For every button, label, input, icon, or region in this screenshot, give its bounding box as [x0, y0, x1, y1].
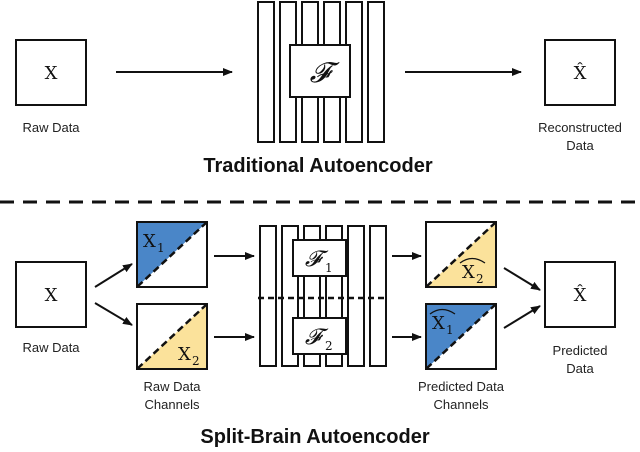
sb-input-box: [15, 261, 87, 328]
sb-pred-2-sub: 2: [476, 272, 484, 286]
sb-input-label: Raw Data: [22, 340, 80, 355]
trad-output-label-2: Data: [566, 138, 594, 153]
sb-pred-label-2: Channels: [434, 397, 489, 412]
sb-pred-1: X 1: [425, 303, 497, 370]
sb-channel-1-diagonal: [136, 221, 208, 288]
trad-input-box: [15, 39, 87, 106]
sb-pred-2-diagonal: [425, 221, 497, 288]
sb-layer-6: [369, 225, 387, 367]
sb-pred-1-diagonal: [425, 303, 497, 370]
sb-pred-1-sub: 1: [446, 323, 454, 337]
sb-channel-1-symbol: X: [143, 231, 156, 252]
trad-output-box: [544, 39, 616, 106]
sb-arrow-split-up: [94, 263, 133, 288]
sb-channel-2: X 2: [136, 303, 208, 370]
sb-encoder-1-box: [292, 239, 347, 277]
trad-layer-1: [257, 1, 275, 143]
sb-output-box: [544, 261, 616, 328]
sb-pred-2: X 2: [425, 221, 497, 288]
sb-output-label-1: Predicted: [553, 343, 608, 358]
sb-output-symbol: X̂: [574, 284, 587, 306]
trad-output-label-1: Reconstructed: [538, 120, 622, 135]
sb-pred-label-1: Predicted Data: [418, 379, 505, 394]
sb-output-label-2: Data: [566, 361, 594, 376]
sb-channel-2-diagonal: [136, 303, 208, 370]
sb-channel-1: X 1: [136, 221, 208, 288]
sb-input-symbol: X: [45, 285, 58, 306]
sb-channel-2-symbol: X: [178, 344, 191, 365]
sb-encoder-1-sub: 1: [325, 261, 333, 275]
sb-arrow-merge-up: [503, 267, 541, 291]
trad-encoder-layers: [257, 1, 385, 143]
sb-pred-1-symbol: X: [432, 313, 445, 334]
sb-title: Split-Brain Autoencoder: [200, 426, 429, 448]
sb-channels-label-2: Channels: [145, 397, 200, 412]
sb-channel-1-sub: 1: [157, 241, 165, 255]
trad-layer-6: [367, 1, 385, 143]
sb-pred-1-hat: [429, 308, 456, 315]
sb-encoder-2-sub: 2: [325, 339, 333, 353]
trad-input-symbol: X: [45, 63, 58, 84]
sb-channel-2-sub: 2: [192, 354, 200, 368]
sb-arrow-split-down: [94, 302, 133, 326]
sb-channels-label-1: Raw Data: [143, 379, 201, 394]
traditional-section: X Raw Data 𝓕 X̂ Reconstructed Data Tradi…: [15, 1, 622, 177]
trad-input-label: Raw Data: [22, 120, 80, 135]
sb-encoder-2-box: [292, 317, 347, 355]
split-brain-section: X Raw Data X 1 X 2 Raw Data Channels: [15, 221, 616, 448]
sb-layer-5: [347, 225, 365, 367]
trad-title: Traditional Autoencoder: [203, 155, 432, 177]
sb-pred-2-symbol: X: [462, 262, 475, 283]
sb-layer-1: [259, 225, 277, 367]
trad-encoder-box: [289, 44, 351, 98]
trad-output-symbol: X̂: [574, 62, 587, 84]
sb-pred-2-hat: [459, 257, 486, 264]
sb-arrow-merge-down: [503, 305, 541, 329]
